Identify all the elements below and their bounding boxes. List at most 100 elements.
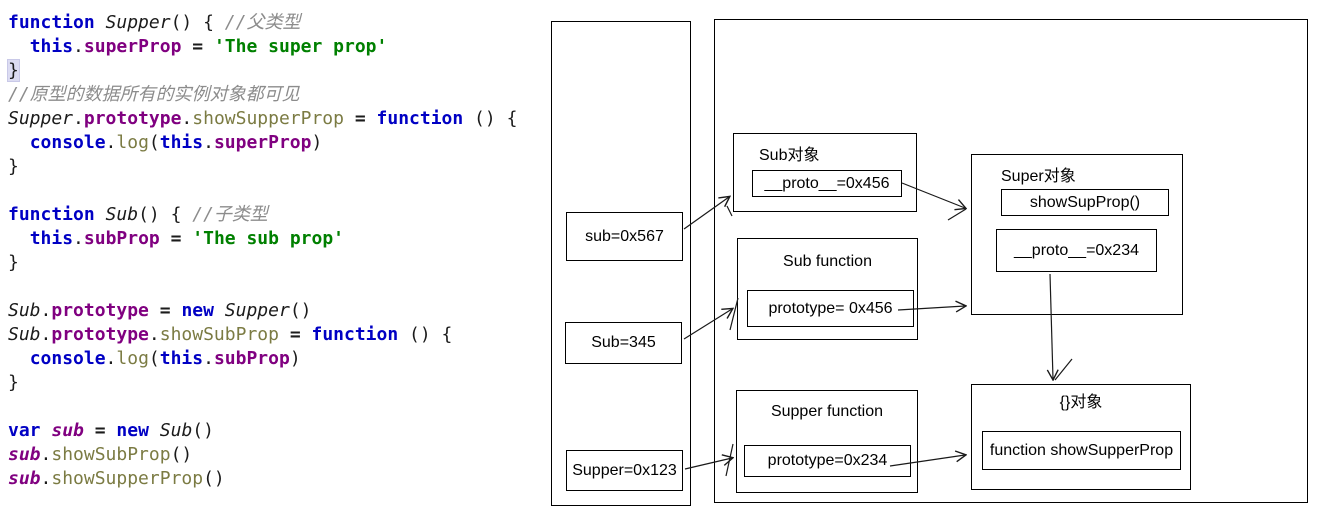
code-token-pl: ) (311, 132, 323, 153)
code-editor: function Supper() { //父类型 this.superProp… (7, 11, 517, 491)
code-token-pl (301, 324, 312, 345)
code-token-pl: . (148, 324, 160, 345)
code-line (8, 275, 517, 299)
code-token-fn: log (116, 348, 149, 369)
code-token-cm: //原型的数据所有的实例对象都可见 (8, 84, 300, 105)
code-line: Sub.prototype.showSubProp = function () … (8, 323, 517, 347)
code-line: //原型的数据所有的实例对象都可见 (8, 83, 517, 107)
code-token-pl: . (203, 132, 214, 153)
code-token-pl: () (170, 444, 193, 465)
code-token-kw: function (376, 108, 464, 129)
code-token-pl: . (203, 348, 214, 369)
code-token-str: 'The sub prop' (192, 228, 344, 249)
code-token-fn: showSubProp (159, 324, 279, 345)
code-token-fn: showSubProp (51, 444, 171, 465)
code-token-prop: superProp (213, 132, 312, 153)
super-object-title: Super对象 (1001, 168, 1076, 185)
code-token-pl (106, 420, 117, 441)
code-line: Supper.prototype.showSupperProp = functi… (8, 107, 517, 131)
code-token-kw: new (181, 300, 214, 321)
code-token-pl: ( (148, 348, 160, 369)
sub-function-title: Sub function (783, 253, 872, 270)
code-token-pl (160, 228, 171, 249)
code-line: } (8, 251, 517, 275)
code-token-pl: () (192, 420, 214, 441)
supper-function-title: Supper function (770, 403, 884, 420)
code-token-pl (344, 108, 355, 129)
sub-function-box: Sub function prototype= 0x456 (737, 238, 918, 340)
code-token-pl: . (73, 108, 84, 129)
code-token-pl: . (105, 132, 117, 153)
code-token-pl: () (289, 300, 312, 321)
code-token-pl: . (40, 300, 52, 321)
super-object-method-field: showSupProp() (1001, 189, 1169, 216)
code-token-pl: ( (148, 132, 160, 153)
supper-function-prototype-field: prototype=0x234 (744, 445, 911, 477)
code-token-cls: Sub (8, 300, 41, 321)
code-line: this.subProp = 'The sub prop' (8, 227, 517, 251)
sub-function-prototype-field: prototype= 0x456 (747, 290, 914, 327)
code-token-pl: . (40, 468, 52, 489)
code-token-cls: Supper (105, 12, 171, 33)
code-token-var: sub (8, 468, 41, 489)
code-line: var sub = new Sub() (8, 419, 517, 443)
code-line (8, 179, 517, 203)
code-token-fn: log (116, 132, 149, 153)
code-token-var: sub (51, 420, 84, 441)
code-token-pl (171, 300, 182, 321)
code-token-pl (149, 420, 160, 441)
code-token-kw: this (29, 36, 74, 57)
code-token-pl: . (73, 228, 84, 249)
code-token-kw: this (159, 132, 204, 153)
code-token-pl: () { (170, 12, 225, 33)
code-token-pl: } (8, 372, 19, 393)
sub-object-title: Sub对象 (759, 147, 820, 164)
code-token-prop: prototype (51, 324, 149, 345)
code-token-hl: } (7, 59, 20, 82)
code-token-kw: console (29, 132, 106, 153)
code-token-kw: console (29, 348, 106, 369)
code-token-prop: superProp (83, 36, 182, 57)
stack-var-Sub: Sub=345 (565, 322, 682, 364)
code-token-prop: subProp (83, 228, 160, 249)
code-token-fn: showSupperProp (192, 108, 344, 129)
code-token-pl: . (181, 108, 193, 129)
code-token-cls: Sub (8, 324, 41, 345)
code-token-pl: () { (463, 108, 518, 129)
code-token-pl (8, 348, 30, 369)
code-token-pl (366, 108, 377, 129)
code-line: sub.showSupperProp() (8, 467, 517, 491)
code-token-prop: prototype (83, 108, 182, 129)
code-token-pl (203, 36, 214, 57)
code-token-var: sub (8, 444, 41, 465)
code-token-pl (149, 300, 160, 321)
code-token-kw: new (116, 420, 149, 441)
sub-object-proto-field: __proto__=0x456 (752, 170, 902, 197)
code-token-pl (8, 228, 30, 249)
code-token-cls: Supper (224, 300, 290, 321)
sub-object-box: Sub对象 __proto__=0x456 (733, 133, 917, 212)
code-token-fn: showSupperProp (51, 468, 204, 489)
stack-var-Supper: Supper=0x123 (566, 450, 683, 491)
code-line: console.log(this.superProp) (8, 131, 517, 155)
empty-object-title: {}对象 (1059, 394, 1103, 411)
code-token-pl (214, 300, 225, 321)
code-line: sub.showSubProp() (8, 443, 517, 467)
heap-frame (714, 19, 1308, 503)
code-line: Sub.prototype = new Supper() (8, 299, 517, 323)
code-token-pl: ) (289, 348, 301, 369)
super-object-proto-field: __proto__=0x234 (996, 229, 1157, 272)
code-token-op: = (170, 228, 182, 249)
code-token-pl (181, 36, 192, 57)
code-line: } (8, 371, 517, 395)
code-token-pl: () { (398, 324, 453, 345)
code-line: function Supper() { //父类型 (8, 11, 517, 35)
supper-function-box: Supper function prototype=0x234 (736, 390, 918, 493)
code-token-pl: () (203, 468, 225, 489)
code-token-op: = (354, 108, 366, 129)
code-token-kw: function (311, 324, 399, 345)
super-object-box: Super对象 showSupProp() __proto__=0x234 (971, 154, 1183, 315)
code-token-cm: //子类型 (192, 204, 268, 225)
code-token-pl (8, 36, 30, 57)
